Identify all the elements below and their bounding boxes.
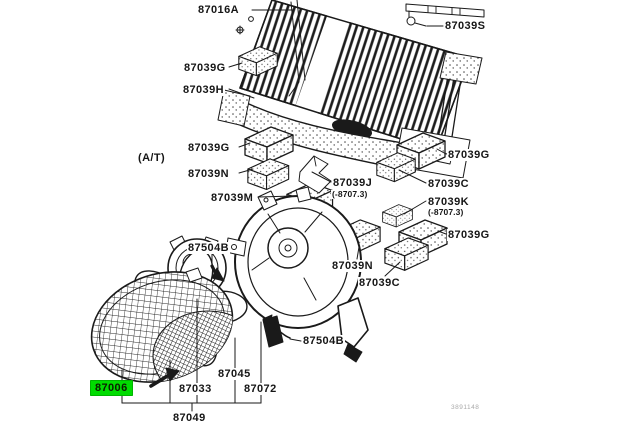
part-label-87039g-left[interactable]: 87039G [187,142,231,154]
part-label-87039h[interactable]: 87039H [182,84,225,96]
part-label-87039g-upper[interactable]: 87039G [183,62,227,74]
part-label-87039s[interactable]: 87039S [444,20,487,32]
part-label-87504b-upper[interactable]: 87504B [187,242,230,254]
part-label-87049[interactable]: 87049 [172,412,207,424]
part-label-87039g-right-top[interactable]: 87039G [447,149,491,161]
part-label-87039n-left[interactable]: 87039N [187,168,230,180]
transmission-note: (A/T) [138,152,166,164]
part-label-87045[interactable]: 87045 [217,368,252,380]
part-label-87039g-right-bottom[interactable]: 87039G [447,229,491,241]
date-note-87039k: (-8707.3) [427,207,465,217]
tube-bracket-illustration [439,51,483,85]
part-label-87039n-lower[interactable]: 87039N [331,260,374,272]
part-label-87033[interactable]: 87033 [178,383,213,395]
bolt-upper-illustration [210,253,225,282]
part-label-87039c-right[interactable]: 87039C [427,178,470,190]
part-label-87504b-lower[interactable]: 87504B [302,335,345,347]
mount-cushions-illustration [238,46,448,271]
condenser-strap-illustration [405,3,485,27]
selection-arrow-icon [149,367,180,388]
leader-lines [228,9,447,342]
part-label-87016a[interactable]: 87016A [197,4,240,16]
bolt-lower-illustration [262,314,291,339]
part-label-87039c-lower[interactable]: 87039C [358,277,401,289]
part-label-87039j[interactable]: 87039J [332,177,374,189]
part-label-87072[interactable]: 87072 [243,383,278,395]
part-label-87006-highlighted[interactable]: 87006 [90,380,133,396]
part-label-87039m[interactable]: 87039M [210,192,255,204]
part-label-87039k[interactable]: 87039K [427,196,470,208]
fan-shroud-illustration [225,186,369,363]
assembly-bracket-lines [121,298,262,412]
sheet-number: 3891148 [451,404,480,411]
date-note-87039j: (-8707.3) [331,189,369,199]
